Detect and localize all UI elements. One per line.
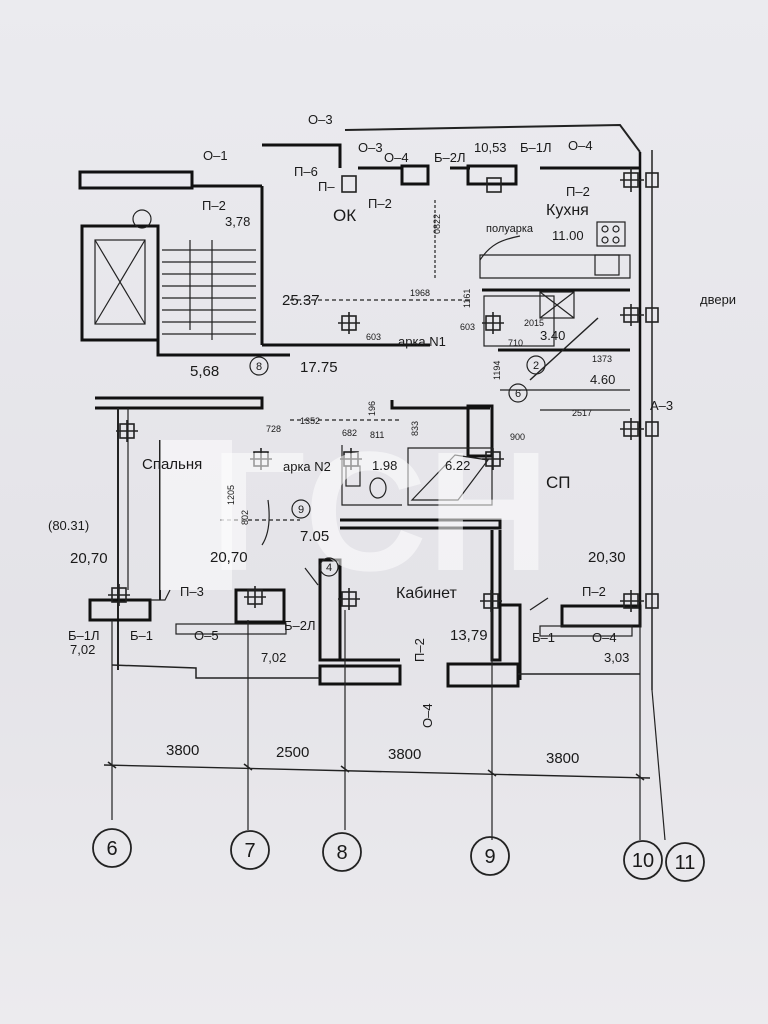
- label-o4-top: О–4: [384, 150, 409, 165]
- dim-small: 682: [342, 428, 357, 438]
- watermark-logo: ГСН: [160, 417, 550, 607]
- label-arka1: арка N1: [398, 334, 446, 349]
- dimension-label: 3800: [166, 742, 199, 759]
- callout-4: 4: [326, 562, 332, 574]
- axis-label: 9: [484, 846, 495, 868]
- dim-small: 811: [370, 430, 384, 440]
- area-cabinet: 13,79: [450, 627, 488, 644]
- dim-small: 1968: [410, 288, 430, 298]
- dim-small: 1352: [300, 416, 320, 426]
- axis-label: 11: [675, 852, 696, 874]
- dim-small: 196: [367, 401, 377, 416]
- axis-label: 7: [244, 840, 255, 862]
- label-poluarka: полуарка: [486, 223, 534, 235]
- label-o5: О–5: [194, 628, 219, 643]
- small-dimensions: 1968 603 603 710 2015 1373 2517 900 1352…: [226, 214, 612, 525]
- label-o1: О–1: [203, 148, 228, 163]
- area-balc-right: 3,03: [604, 650, 629, 665]
- label-o4-bottom: О–4: [420, 703, 435, 728]
- label-p2-cabinet: П–2: [412, 638, 427, 662]
- dim-small: 728: [266, 424, 281, 434]
- area-hall: 5,68: [190, 363, 219, 380]
- area-mid: 20,70: [210, 549, 248, 566]
- area-total: (80.31): [48, 518, 89, 533]
- room-cabinet: Кабинет: [396, 585, 458, 602]
- area-bath: 1.98: [372, 458, 397, 473]
- room-names: ОК Кухня Спальня Кабинет СП: [142, 202, 589, 602]
- dim-small: 900: [510, 432, 525, 442]
- label-b2l-top: Б–2Л: [434, 150, 466, 165]
- callout-8: 8: [256, 361, 262, 373]
- callout-2: 2: [533, 360, 539, 372]
- axis-labels: 6 7 8 9 10 11: [106, 838, 695, 874]
- area-bedroom: 20,70: [70, 550, 108, 567]
- main-dimensions: 3800 2500 3800 3800: [166, 742, 579, 767]
- room-ok: ОК: [333, 206, 356, 225]
- dim-small: 2015: [524, 318, 544, 328]
- label-b2l-bottom: Б–2Л: [284, 618, 316, 633]
- dim-small: 1161: [462, 289, 472, 308]
- axis-label: 6: [106, 838, 117, 860]
- area-bath2: 6.22: [445, 458, 470, 473]
- label-p2-ok: П–2: [368, 196, 392, 211]
- dim-small: 0822: [432, 214, 442, 234]
- label-b1l-top: Б–1Л: [520, 140, 552, 155]
- axis-label: 10: [632, 850, 654, 872]
- dim-small: 603: [366, 332, 381, 342]
- label-a3: А–3: [650, 398, 673, 413]
- label-arka2: арка N2: [283, 459, 331, 474]
- dim-small: 802: [240, 510, 250, 525]
- area-balc-mid: 7,02: [261, 650, 286, 665]
- walls: [78, 123, 659, 690]
- dim-small: 710: [508, 338, 523, 348]
- area-wc: 3.40: [540, 328, 565, 343]
- label-dim-1053: 10,53: [474, 140, 507, 155]
- dim-small: 1205: [226, 485, 236, 505]
- area-stair: 3,78: [225, 214, 250, 229]
- area-kitchen: 11.00: [552, 228, 584, 243]
- label-dveri: двери: [700, 292, 736, 307]
- label-o4-right: О–4: [568, 138, 593, 153]
- axis-grid: [92, 610, 705, 882]
- dimension-label: 3800: [388, 746, 421, 763]
- label-o3-top: О–3: [308, 112, 333, 127]
- dim-small: 2517: [572, 408, 592, 418]
- label-p-small: П–: [318, 179, 335, 194]
- label-p2-right: П–2: [582, 584, 606, 599]
- area-corridor: 17.75: [300, 359, 338, 376]
- label-b1-right: Б–1: [532, 630, 555, 645]
- label-p2-stair: П–2: [202, 198, 226, 213]
- label-p2-kitchen: П–2: [566, 184, 590, 199]
- callout-9: 9: [298, 504, 304, 516]
- area-hall9: 7.05: [300, 528, 329, 545]
- room-areas: 3,78 25.37 11.00 5,68 17.75 1.98 6.22 3.…: [48, 214, 629, 665]
- dim-small: 1373: [592, 354, 612, 364]
- room-kitchen: Кухня: [546, 202, 589, 219]
- area-room-b: 4.60: [590, 372, 615, 387]
- label-b1l-bottom: Б–1Л: [68, 628, 100, 643]
- area-sp: 20,30: [588, 549, 626, 566]
- label-p3: П–3: [180, 584, 204, 599]
- area-ok: 25.37: [282, 292, 320, 309]
- callout-circles: 8 2 6 9 4: [249, 355, 546, 577]
- dim-small: 833: [410, 421, 420, 436]
- room-sp: СП: [546, 473, 571, 492]
- axis-label: 8: [336, 842, 347, 864]
- area-balc-left: 7,02: [70, 642, 95, 657]
- label-o3: О–3: [358, 140, 383, 155]
- label-o4-right-bottom: О–4: [592, 630, 617, 645]
- element-labels: О–1 О–3 О–3 О–4 Б–2Л 10,53 Б–1Л О–4 П–6 …: [68, 112, 736, 728]
- dimension-label: 2500: [276, 744, 309, 761]
- dimension-label: 3800: [546, 750, 579, 767]
- watermark-text: ГСН: [210, 417, 550, 607]
- label-b1-left: Б–1: [130, 628, 153, 643]
- callout-6: 6: [515, 388, 521, 400]
- dim-small: 1194: [492, 361, 502, 380]
- dim-small: 603: [460, 322, 475, 332]
- label-p6: П–6: [294, 164, 318, 179]
- room-bedroom: Спальня: [142, 456, 202, 473]
